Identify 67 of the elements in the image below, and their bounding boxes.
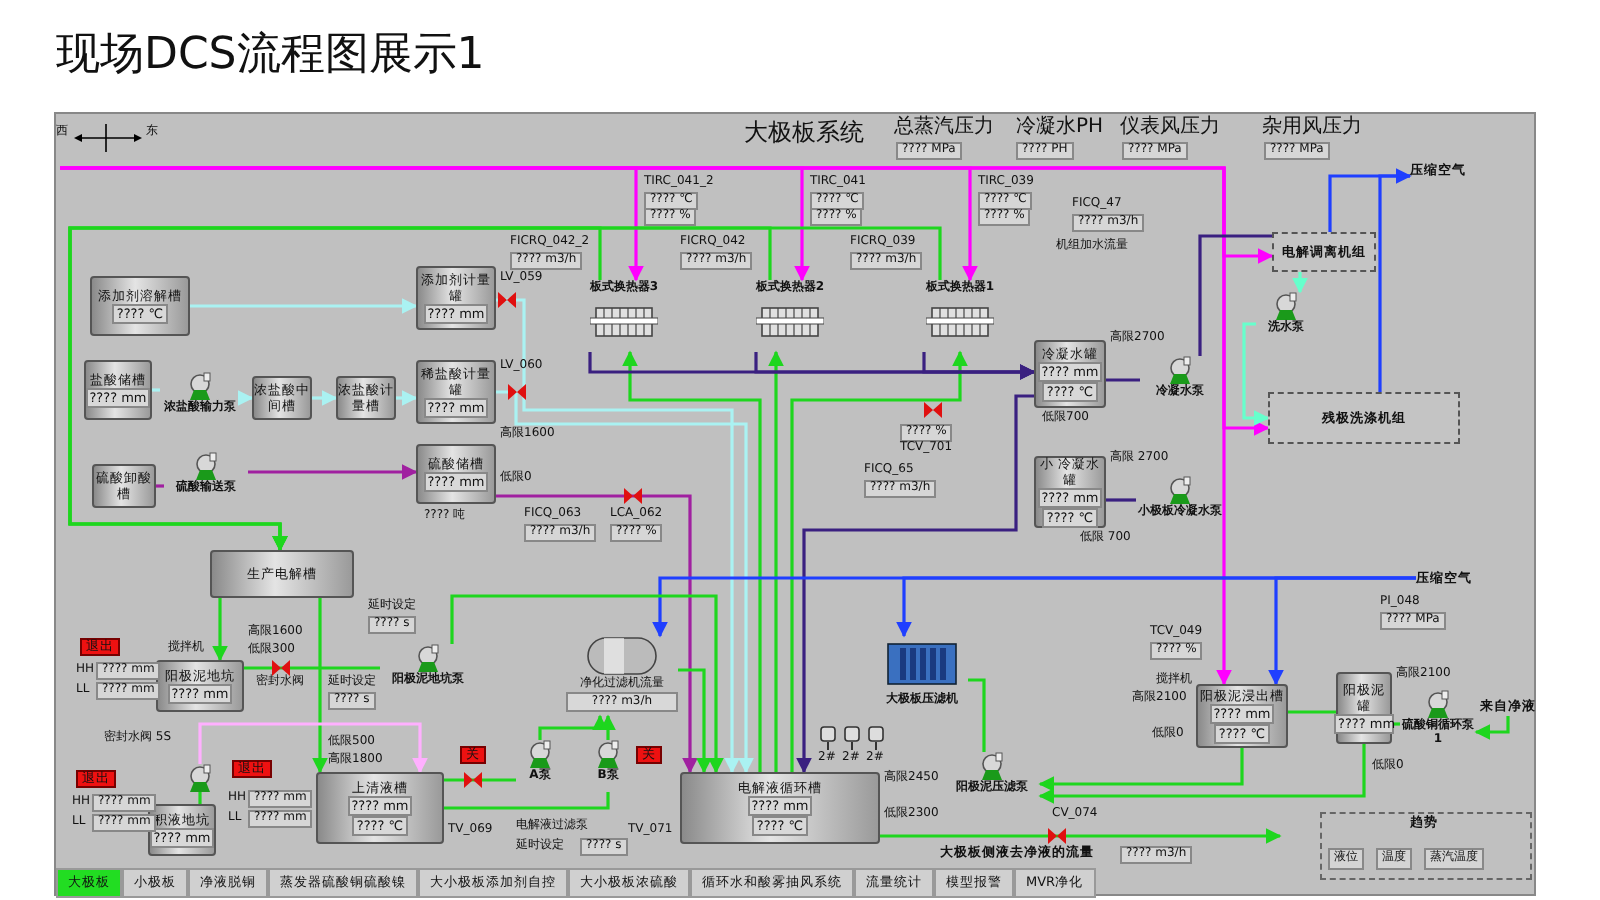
pipe-line xyxy=(1106,378,1140,382)
tank xyxy=(210,550,354,598)
pipe-arrow xyxy=(790,350,968,772)
pump-icon xyxy=(186,764,214,792)
pipe-arrow xyxy=(312,598,328,774)
pipe-arrow xyxy=(496,390,754,774)
pipe-line xyxy=(1106,498,1136,502)
pipe-arrow xyxy=(212,598,228,662)
pipe-arrow xyxy=(248,464,418,480)
tank xyxy=(416,444,496,504)
pipe-line xyxy=(156,484,164,488)
tank xyxy=(148,804,216,856)
pipe-arrow xyxy=(796,394,1034,774)
pipe-line xyxy=(1288,710,1336,714)
tank xyxy=(90,276,190,336)
tank xyxy=(416,360,496,424)
pipe-line xyxy=(1198,234,1272,356)
pipe-line xyxy=(198,792,202,804)
pipe-arrow xyxy=(622,350,762,772)
pipe-arrow xyxy=(1292,272,1308,294)
pipe-arrow xyxy=(1038,744,1366,804)
pipe-arrow xyxy=(1268,576,1416,686)
header-label: 总蒸汽压力 xyxy=(894,116,994,139)
pipe-arrow xyxy=(450,594,724,774)
tank xyxy=(84,360,152,420)
tank xyxy=(156,660,244,712)
pipe-arrow xyxy=(880,828,1282,844)
header-label: 仪表风压力 xyxy=(1120,116,1220,139)
pipe-arrow xyxy=(1038,748,1244,792)
pipe-arrow xyxy=(237,390,254,406)
pipe-arrow xyxy=(1474,716,1510,740)
tank xyxy=(1034,340,1106,408)
pipe-arrow xyxy=(190,298,418,314)
filter-vessel xyxy=(566,636,678,716)
slide-title: 现场DCS流程图展示1 xyxy=(56,28,485,84)
equipment-unit-box xyxy=(1272,232,1376,272)
pipe-arrow xyxy=(768,350,784,772)
pipe-arrow xyxy=(1328,168,1412,232)
pipe-arrow xyxy=(1242,322,1270,426)
tank xyxy=(1196,684,1288,748)
equipment-unit-box xyxy=(1268,392,1460,444)
header-label: 杂用风压力 xyxy=(1262,116,1362,139)
header-label: 冷凝水PH xyxy=(1016,116,1104,139)
pipe-arrow xyxy=(396,390,418,406)
tank xyxy=(1336,672,1392,744)
pipe-line xyxy=(444,778,516,782)
pipe-line xyxy=(244,666,380,670)
pipe-arrow xyxy=(312,390,338,406)
pipe-arrow xyxy=(678,668,712,774)
tank xyxy=(1034,456,1106,528)
pipe-arrow xyxy=(538,714,608,740)
pipe-line xyxy=(1392,722,1400,726)
pipe-arrow xyxy=(60,166,1232,686)
pipe-arrow xyxy=(68,226,942,552)
tank xyxy=(416,266,496,330)
pipe-line xyxy=(1378,174,1410,392)
pipe-arrow xyxy=(496,298,740,774)
tank xyxy=(316,772,444,844)
pipe-arrow xyxy=(198,722,428,774)
pipe-line xyxy=(152,388,160,392)
tank xyxy=(680,772,880,844)
pipe-line xyxy=(444,792,610,810)
pipe-arrow xyxy=(496,494,698,774)
pipe-line xyxy=(968,678,986,752)
pipe-arrow xyxy=(922,352,1036,380)
pipe-arrow xyxy=(600,714,616,740)
system-title: 大极板系统 xyxy=(744,120,864,148)
